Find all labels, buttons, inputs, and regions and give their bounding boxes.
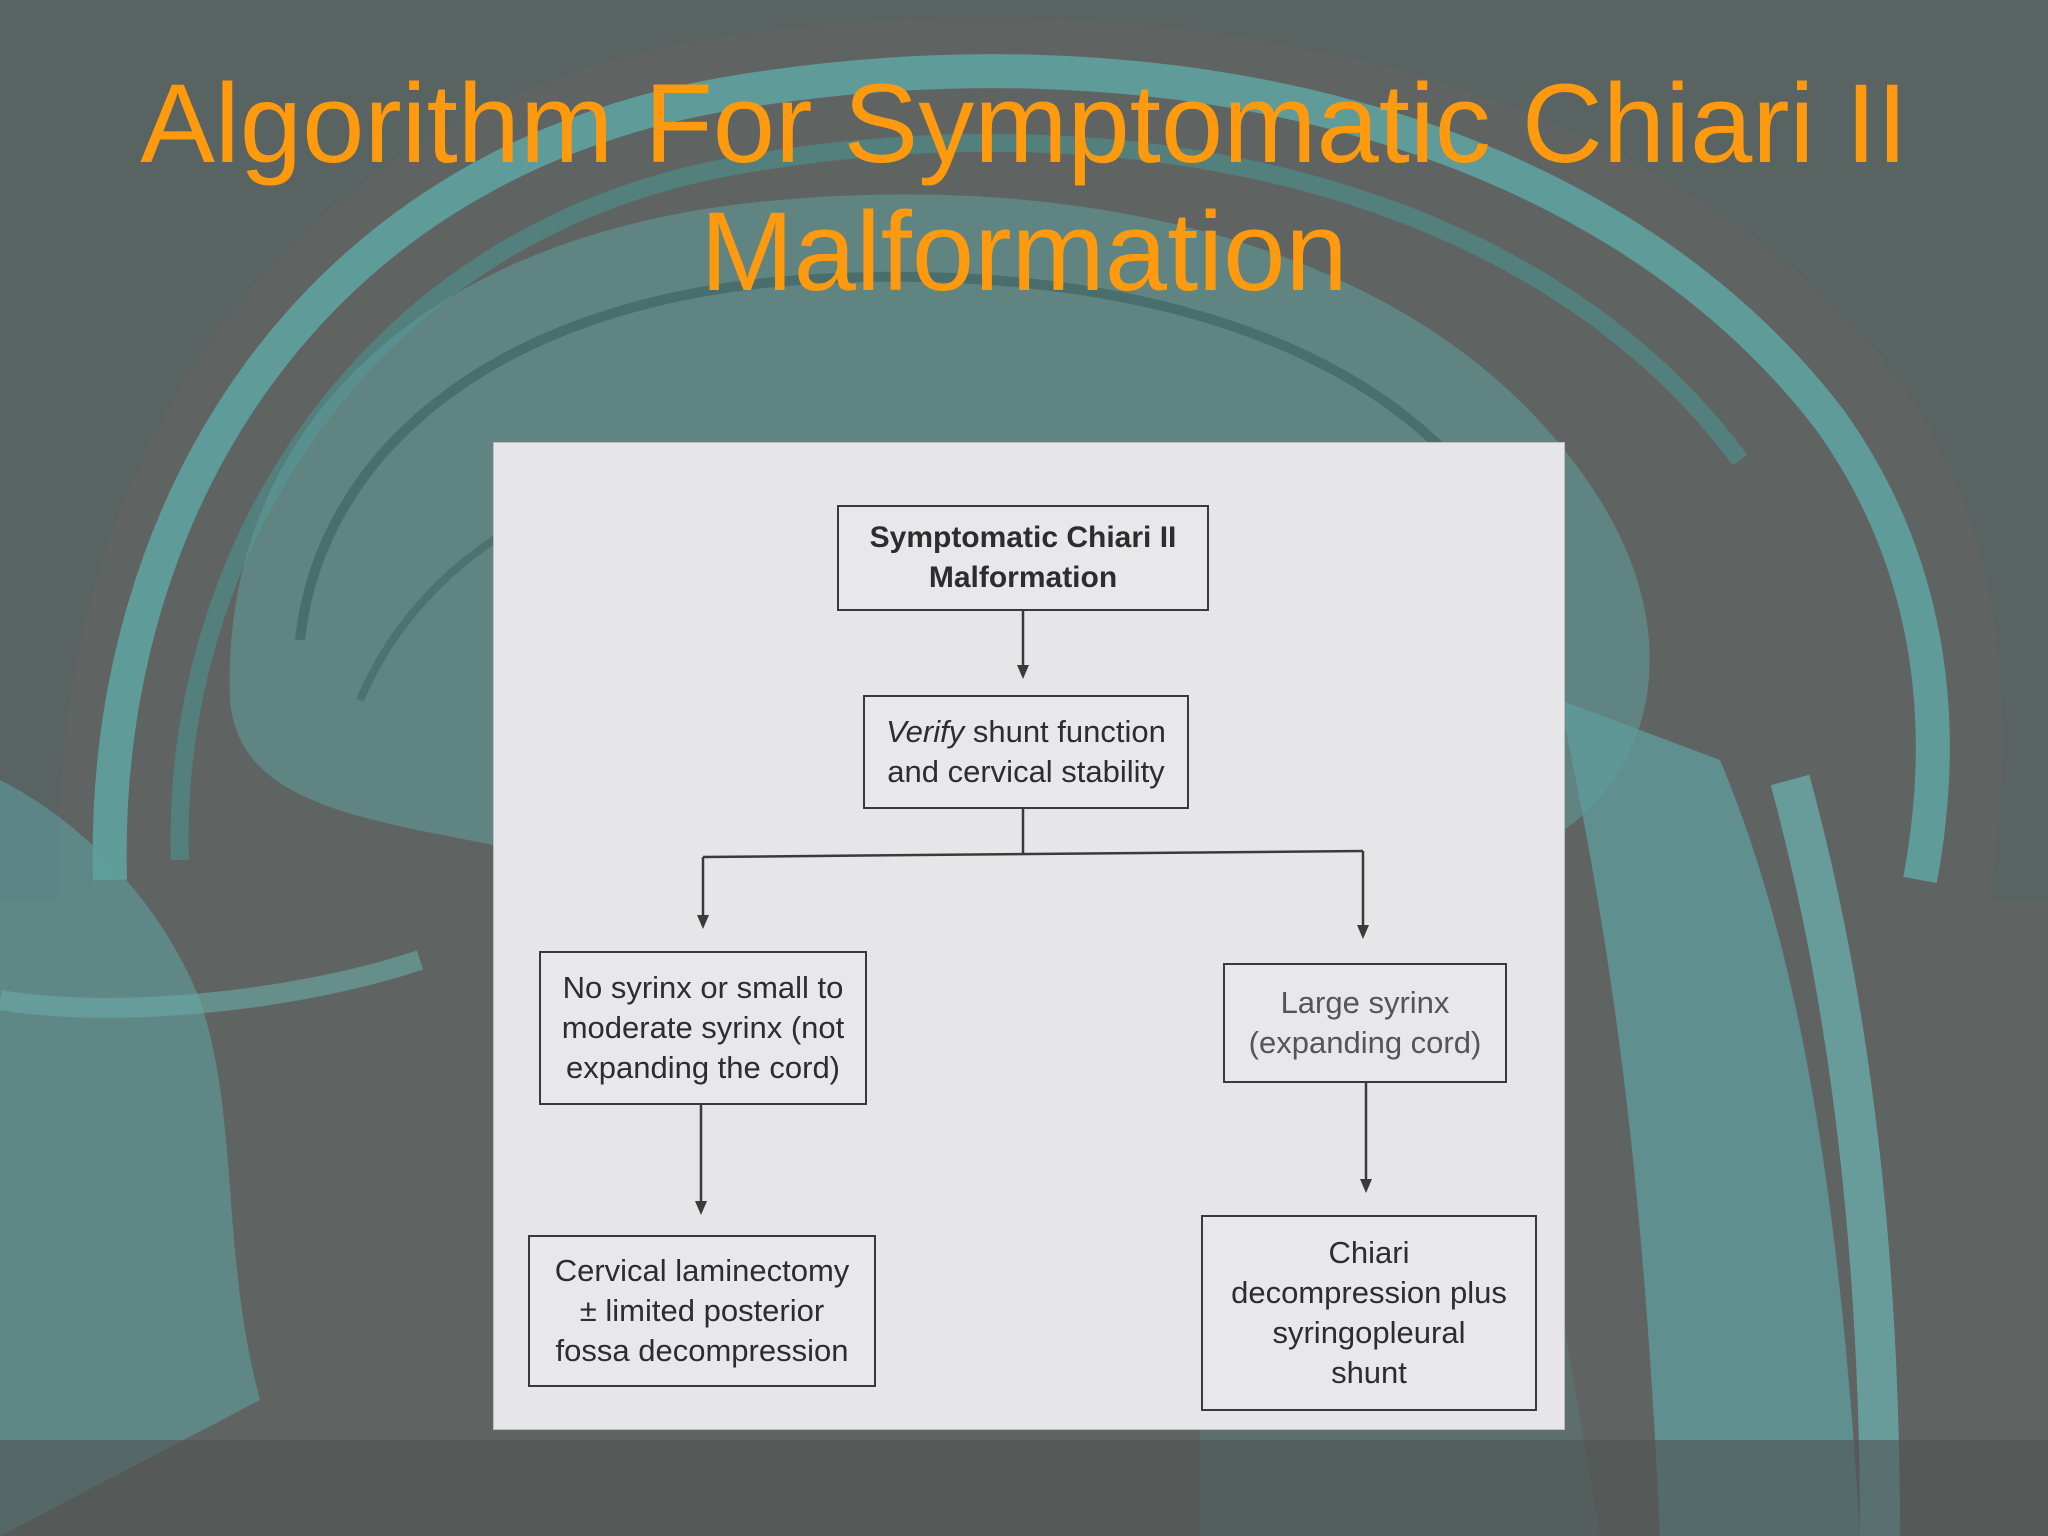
slide-title: Algorithm For Symptomatic Chiari II Malf… xyxy=(0,60,2048,316)
arrowhead-right-condition xyxy=(1357,925,1369,939)
arrowhead-left-condition xyxy=(697,915,709,929)
arrowhead-left-treatment xyxy=(695,1201,707,1215)
arrowhead-verify xyxy=(1017,665,1029,679)
node-small-syrinx: No syrinx or small to moderate syrinx (n… xyxy=(539,951,867,1105)
slide-title-line-1: Algorithm For Symptomatic Chiari II xyxy=(140,61,1908,186)
node-verify-emphasis: Verify xyxy=(886,714,965,749)
node-symptomatic-chiari-label: Symptomatic Chiari II Malformation xyxy=(869,521,1177,594)
node-small-syrinx-label: No syrinx or small to moderate syrinx (n… xyxy=(561,970,845,1085)
node-verify-shunt: Verify shunt function and cervical stabi… xyxy=(863,695,1189,809)
node-verify-rest: shunt function and cervical stability xyxy=(887,714,1166,789)
node-chiari-decompression: Chiari decompression plus syringopleural… xyxy=(1201,1215,1537,1411)
slide-title-line-2: Malformation xyxy=(700,189,1348,314)
connector-branch-horizontal xyxy=(702,849,1364,859)
node-cervical-laminectomy-label: Cervical laminectomy ± limited posterior… xyxy=(554,1253,850,1368)
node-chiari-decompression-label: Chiari decompression plus syringopleural… xyxy=(1231,1235,1507,1390)
arrowhead-right-treatment xyxy=(1360,1179,1372,1193)
flowchart-connectors xyxy=(695,611,1372,1215)
node-cervical-laminectomy: Cervical laminectomy ± limited posterior… xyxy=(528,1235,876,1387)
flowchart-figure: Symptomatic Chiari II Malformation Verif… xyxy=(494,443,1564,1429)
node-large-syrinx: Large syrinx (expanding cord) xyxy=(1223,963,1507,1083)
node-large-syrinx-label: Large syrinx (expanding cord) xyxy=(1248,985,1482,1060)
node-verify-shunt-label: Verify shunt function and cervical stabi… xyxy=(886,712,1166,792)
node-symptomatic-chiari: Symptomatic Chiari II Malformation xyxy=(837,505,1209,611)
